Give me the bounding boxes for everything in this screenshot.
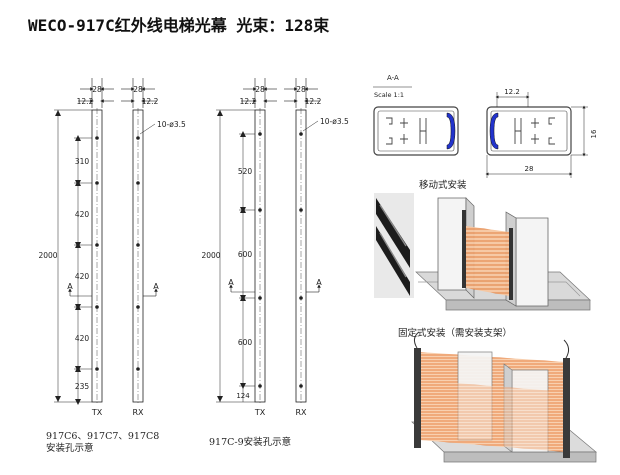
left-rx-label: RX [132,408,144,417]
section-scale: Scale 1:1 [374,91,404,99]
mid-tx-label: TX [254,408,266,417]
left-spacing-3: 420 [75,272,90,281]
left-width-rx: 28 [133,85,143,94]
mid-spacing-2: 600 [238,250,253,259]
mid-rx-label: RX [295,408,307,417]
left-top-dimensions [78,78,157,108]
left-mounting-holes [95,136,140,371]
fixed-install-label: 固定式安装（需安装支架） [398,327,512,339]
left-height-label: 2000 [38,251,57,260]
left-spacing-1: 310 [75,157,90,166]
section-dim-width: 12.2 [504,88,520,96]
page-title: WECO-917C红外线电梯光幕 光束：128束 [28,16,330,35]
mid-width-rx: 28 [296,85,306,94]
fixed-install-illustration: 固定式安装（需安装支架） [398,327,597,463]
section-dim-height: 16 [590,129,598,138]
mid-offset-rx: 12.2 [305,97,322,106]
section-dim-depth: 28 [525,165,534,173]
mobile-light-beams [466,226,509,296]
rx-diode-window [489,112,499,150]
mobile-install-label: 移动式安装 [419,179,467,191]
mid-height-label: 2000 [201,251,220,260]
left-hole-label: 10-ø3.5 [157,120,186,129]
mid-offset-tx: 12.2 [240,97,257,106]
profile-tx [373,106,459,156]
profile-photo-inset [374,193,414,298]
left-offset-tx: 12.2 [77,97,94,106]
left-spacing-2: 420 [75,210,90,219]
section-view-a-a: A-A Scale 1:1 [373,74,598,178]
left-mounting-drawing: 28 28 12.2 12.2 10-ø3.5 [38,78,186,417]
mid-width-tx: 28 [255,85,265,94]
left-section-mark-a2: A [153,282,159,291]
mid-spacing-3: 600 [238,338,253,347]
mid-spacing-1: 520 [238,167,253,176]
mid-spacing-4: 124 [236,392,250,400]
left-offset-rx: 12.2 [142,97,159,106]
mid-section-mark-a1: A [228,278,234,287]
mid-mounting-drawing: 28 28 12.2 12.2 10-ø3.5 520 [201,78,349,417]
section-label: A-A [387,74,399,82]
fixed-rx-bar [563,358,570,458]
left-width-tx: 28 [92,85,102,94]
mid-caption: 917C-9安装孔示意 [209,437,292,448]
mobile-install-illustration: 移动式安装 [374,179,591,311]
profile-rx [486,106,572,156]
fixed-tx-bar [414,348,421,448]
left-tx-label: TX [91,408,103,417]
left-caption-line1: 917C6、917C7、917C8 [46,431,160,442]
left-section-mark-a1: A [67,282,73,291]
mid-section-mark-a2: A [316,278,322,287]
left-spacing-4: 420 [75,334,90,343]
left-spacing-5: 235 [75,382,90,391]
mid-hole-label: 10-ø3.5 [320,117,349,126]
tx-diode-window [446,112,456,150]
left-caption-line2: 安装孔示意 [46,443,94,454]
mid-mounting-holes [258,132,303,388]
